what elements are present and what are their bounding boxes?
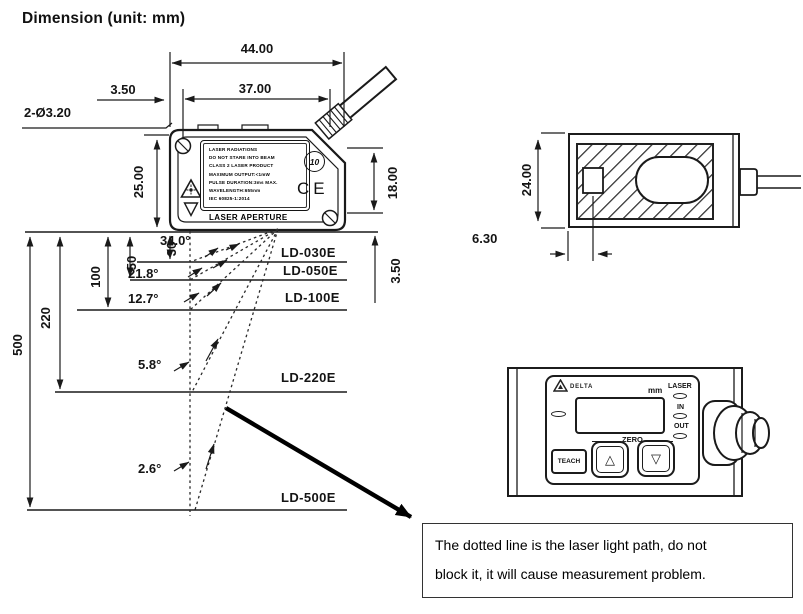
dim-label-24: 24.00	[518, 163, 534, 197]
delta-logo-icon	[553, 379, 568, 392]
up-arrow-icon: △	[596, 446, 624, 473]
side-dimension-lines	[22, 52, 383, 303]
model-label-ld-100e: LD-100E	[285, 290, 340, 305]
ce-mark-icon: CE	[297, 179, 329, 198]
zero-label: ZERO	[622, 435, 643, 444]
angle-label-34: 34.0°	[160, 233, 191, 248]
side-view-cable	[314, 65, 398, 141]
dim-label-3-50-right: 3.50	[387, 258, 403, 284]
warning-line-5: PULSE DURATION:3ms MAX.	[209, 179, 278, 185]
indicator-in-label: IN	[677, 404, 684, 411]
delta-brand-text: DELTA	[570, 384, 594, 390]
up-button[interactable]: △	[591, 441, 629, 478]
warning-line-6: WAVELENGTH:655nm	[209, 188, 261, 194]
angle-label-21-8: 21.8°	[128, 266, 159, 281]
teach-button[interactable]: TEACH	[551, 449, 587, 474]
dim-label-6-30: 6.30	[472, 231, 498, 246]
panel-side-led-icon	[551, 411, 566, 417]
indicator-laser-label: LASER	[668, 383, 692, 390]
dim-label-50: 50	[123, 255, 139, 271]
laser-led-icon	[673, 393, 687, 399]
angle-label-5-8: 5.8°	[138, 357, 162, 372]
indicator-out-label: OUT	[674, 423, 689, 430]
panel-connector-plug	[516, 369, 770, 495]
warning-line-1: LASER RADIATIONS	[209, 147, 258, 152]
warning-line-3: CLASS 2 LASER PRODUCT	[209, 163, 274, 169]
laser-aperture-text: LASER APERTURE	[209, 213, 288, 222]
model-label-ld-220e: LD-220E	[281, 370, 336, 385]
dim-label-18: 18.00	[384, 166, 400, 200]
laser-light-path-dotted-lines	[189, 228, 279, 516]
laser-warning-label: LASER RADIATIONS DO NOT STARE INTO BEAM …	[200, 140, 310, 211]
dim-label-3-50-top: 3.50	[110, 82, 136, 97]
down-arrow-icon: ▽	[642, 445, 670, 472]
warning-line-4: MAXIMUM OUTPUT:<1mW	[209, 171, 271, 177]
down-button[interactable]: ▽	[637, 440, 675, 477]
model-label-ld-050e: LD-050E	[283, 263, 338, 278]
note-line-2: block it, it will cause measurement prob…	[435, 566, 706, 582]
dim-label-44: 44.00	[240, 41, 274, 56]
angle-label-12-7: 12.7°	[128, 291, 159, 306]
dim-label-500: 500	[9, 334, 25, 356]
rohs-10-icon: 10	[304, 151, 325, 172]
unit-mm-label: mm	[648, 386, 663, 395]
front-view-details	[534, 132, 801, 261]
mounting-holes	[174, 137, 339, 227]
aperture-pointer-triangle-icon	[183, 202, 199, 218]
dim-label-holes: 2-Ø3.20	[24, 105, 71, 120]
laser-warning-label-inner-border	[203, 143, 307, 208]
range-dimension-arrows	[26, 235, 174, 508]
warning-line-7: IEC 60825-1:2014	[209, 196, 250, 202]
beam-direction-arrows	[173, 243, 240, 472]
in-led-icon	[673, 413, 687, 419]
warning-line-2: DO NOT STARE INTO BEAM	[209, 155, 275, 161]
page-title: Dimension (unit: mm)	[22, 10, 186, 27]
angle-label-2-6: 2.6°	[138, 461, 162, 476]
dim-label-30: 30	[163, 241, 179, 257]
dim-label-37: 37.00	[238, 81, 272, 96]
note-callout-arrow	[224, 406, 413, 519]
model-label-ld-030e: LD-030E	[281, 245, 336, 260]
dim-label-220: 220	[37, 307, 53, 329]
note-line-1: The dotted line is the laser light path,…	[435, 537, 707, 553]
panel-display-screen	[575, 397, 665, 434]
laser-path-note-box: The dotted line is the laser light path,…	[422, 523, 793, 598]
dim-label-100: 100	[87, 266, 103, 288]
model-label-ld-500e: LD-500E	[281, 490, 336, 505]
range-reference-lines	[25, 231, 378, 511]
laser-warning-triangle-icon	[180, 178, 202, 198]
dim-label-25: 25.00	[130, 165, 146, 199]
out-led-icon	[673, 433, 687, 439]
